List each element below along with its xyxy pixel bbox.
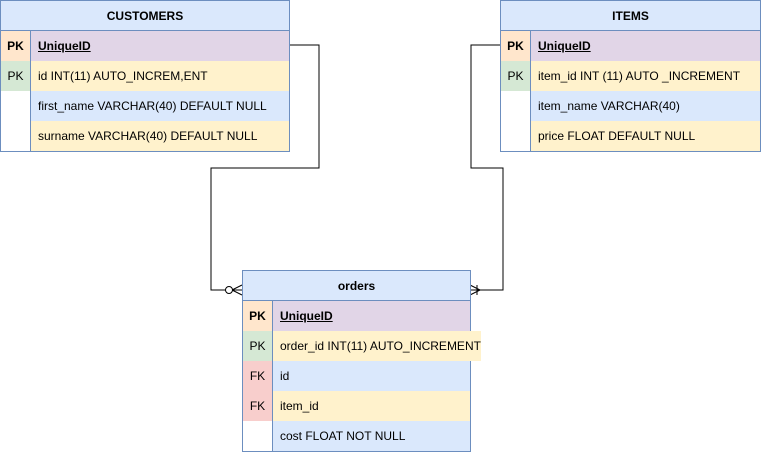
pk-label: PK — [1, 31, 31, 61]
field-name: surname VARCHAR(40) DEFAULT NULL — [31, 121, 289, 151]
field-name: price FLOAT DEFAULT NULL — [531, 121, 760, 151]
items-orders-line — [470, 44, 504, 291]
field-name: UniqueID — [273, 301, 470, 331]
table-row[interactable]: price FLOAT DEFAULT NULL — [501, 121, 760, 151]
one-or-many-marker — [469, 284, 481, 296]
table-row[interactable]: FK id — [243, 361, 470, 391]
key-label — [501, 91, 531, 121]
zero-or-many-marker — [225, 284, 243, 296]
pk-label: PK — [501, 61, 531, 91]
pk-label: PK — [501, 31, 531, 61]
field-name: order_id INT(11) AUTO_INCREMENT — [273, 331, 481, 361]
table-row[interactable]: first_name VARCHAR(40) DEFAULT NULL — [1, 91, 289, 121]
table-row[interactable]: PK UniqueID — [243, 301, 470, 331]
field-name: UniqueID — [531, 31, 760, 61]
key-label — [243, 421, 273, 451]
pk-label: PK — [1, 61, 31, 91]
fk-label: FK — [243, 361, 273, 391]
orders-table-title: orders — [243, 271, 470, 301]
key-label — [1, 121, 31, 151]
key-label — [1, 91, 31, 121]
table-row[interactable]: PK item_id INT (11) AUTO _INCREMENT — [501, 61, 760, 91]
field-name: cost FLOAT NOT NULL — [273, 421, 470, 451]
key-label — [501, 121, 531, 151]
orders-table[interactable]: orders PK UniqueID PK order_id INT(11) A… — [242, 270, 481, 452]
table-row[interactable]: PK order_id INT(11) AUTO_INCREMENT — [243, 331, 481, 361]
field-name: UniqueID — [31, 31, 289, 61]
field-name: item_id INT (11) AUTO _INCREMENT — [531, 61, 760, 91]
pk-label: PK — [243, 331, 273, 361]
table-row[interactable]: FK item_id — [243, 391, 470, 421]
table-row[interactable]: item_name VARCHAR(40) — [501, 91, 760, 121]
items-table-title: ITEMS — [501, 1, 760, 31]
field-name: id INT(11) AUTO_INCREM,ENT — [31, 61, 289, 91]
field-name: item_id — [273, 391, 470, 421]
customers-orders-line — [210, 44, 320, 291]
customers-table[interactable]: CUSTOMERS PK UniqueID PK id INT(11) AUTO… — [0, 0, 290, 152]
field-name: first_name VARCHAR(40) DEFAULT NULL — [31, 91, 289, 121]
field-name: item_name VARCHAR(40) — [531, 91, 760, 121]
table-row[interactable]: PK id INT(11) AUTO_INCREM,ENT — [1, 61, 289, 91]
pk-label: PK — [243, 301, 273, 331]
table-row[interactable]: PK UniqueID — [1, 31, 289, 61]
table-row[interactable]: surname VARCHAR(40) DEFAULT NULL — [1, 121, 289, 151]
customers-table-title: CUSTOMERS — [1, 1, 289, 31]
table-row[interactable]: PK UniqueID — [501, 31, 760, 61]
fk-label: FK — [243, 391, 273, 421]
table-row[interactable]: cost FLOAT NOT NULL — [243, 421, 470, 451]
items-table[interactable]: ITEMS PK UniqueID PK item_id INT (11) AU… — [500, 0, 761, 152]
field-name: id — [273, 361, 470, 391]
